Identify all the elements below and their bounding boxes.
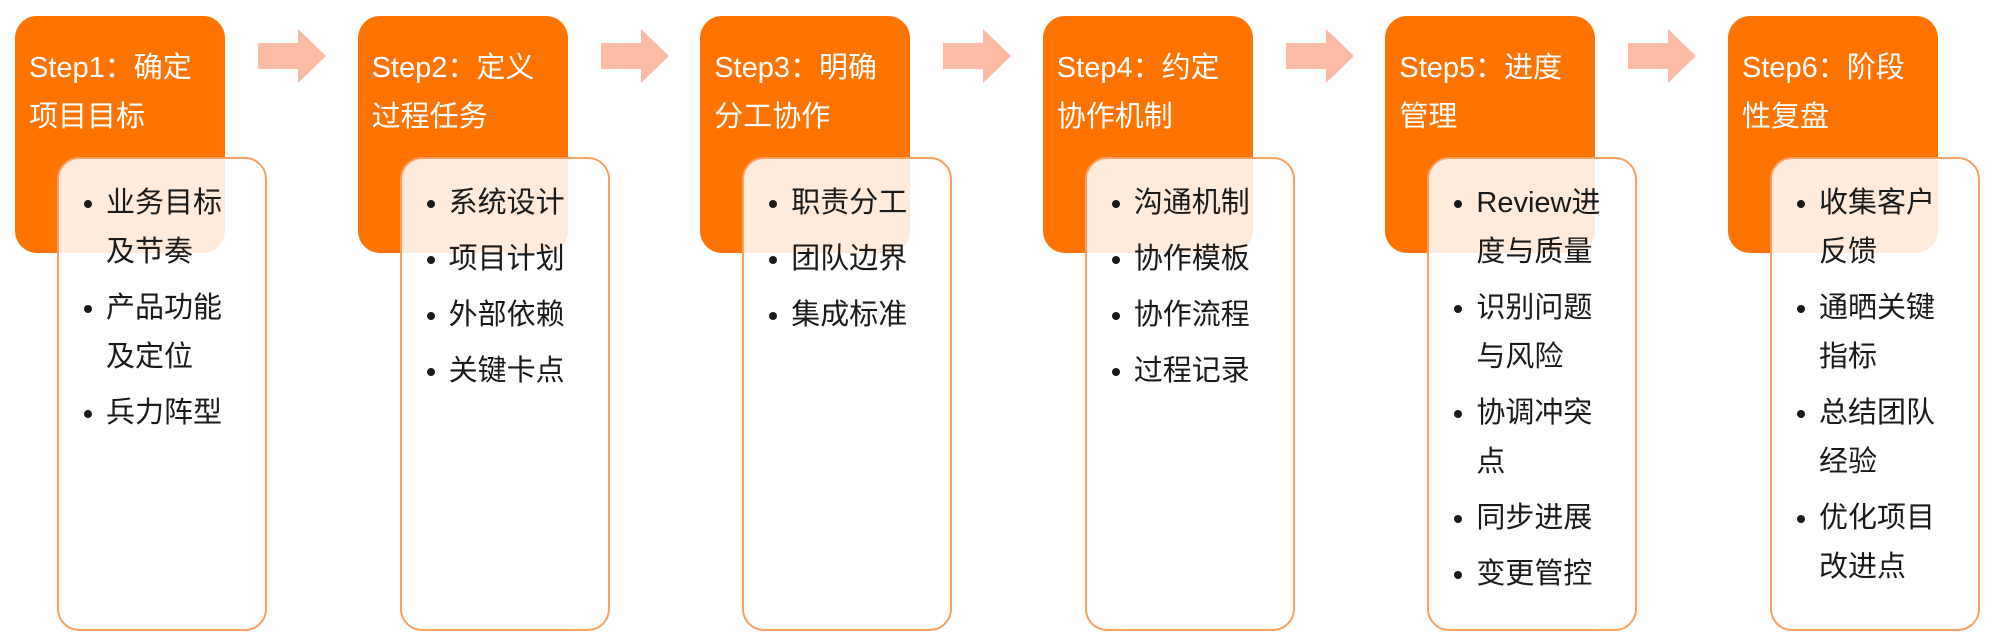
list-item: 业务目标及节奏: [84, 179, 232, 277]
step-items: 沟通机制协作模板协作流程过程记录: [1087, 159, 1293, 396]
bullet-icon: [1111, 312, 1120, 320]
bullet-icon: [84, 305, 92, 313]
list-item: 沟通机制: [1111, 179, 1260, 228]
list-item: 协作模板: [1111, 235, 1260, 284]
list-item-text: 通晒关键指标: [1819, 292, 1936, 373]
list-item-text: 项目计划: [448, 243, 565, 275]
step-3: Step3：明确分工协作 职责分工团队边界集成标准: [700, 0, 1000, 641]
step-items: Review进度与质量识别问题与风险协调冲突点同步进展变更管控: [1429, 159, 1635, 599]
list-item-text: 识别问题与风险: [1476, 292, 1593, 373]
bullet-icon: [1111, 256, 1120, 264]
list-item-text: 职责分工: [791, 187, 908, 219]
list-item-text: 收集客户反馈: [1819, 187, 1936, 268]
arrow-right-icon: [1628, 29, 1697, 83]
bullet-icon: [426, 256, 435, 264]
list-item: 关键卡点: [426, 347, 575, 396]
arrow-right-icon: [1285, 29, 1354, 83]
bullet-icon: [84, 200, 92, 208]
step-card: 业务目标及节奏产品功能及定位兵力阵型: [57, 157, 267, 631]
list-item: 职责分工: [769, 179, 917, 228]
list-item-text: 关键卡点: [448, 355, 565, 387]
step-card: Review进度与质量识别问题与风险协调冲突点同步进展变更管控: [1427, 157, 1638, 631]
bullet-icon: [1111, 368, 1120, 376]
list-item: 产品功能及定位: [84, 284, 232, 382]
step-title: Step3：明确分工协作: [714, 52, 877, 133]
step-card: 系统设计项目计划外部依赖关键卡点: [399, 157, 610, 631]
bullet-icon: [1797, 200, 1805, 208]
list-item-text: 产品功能及定位: [106, 292, 223, 373]
list-item-text: 协作流程: [1133, 299, 1250, 331]
step-1: Step1：确定项目目标 业务目标及节奏产品功能及定位兵力阵型: [15, 0, 315, 641]
bullet-icon: [426, 200, 435, 208]
list-item: 总结团队经验: [1797, 389, 1945, 487]
list-item: 协作流程: [1111, 291, 1260, 340]
bullet-icon: [84, 410, 92, 418]
bullet-icon: [1797, 515, 1805, 523]
list-item: 过程记录: [1111, 347, 1260, 396]
list-item: 协调冲突点: [1454, 389, 1602, 487]
list-item: 优化项目改进点: [1797, 494, 1945, 592]
bullet-icon: [1797, 305, 1805, 313]
bullet-icon: [769, 256, 778, 264]
list-item: 识别问题与风险: [1454, 284, 1602, 382]
list-item-text: 优化项目改进点: [1819, 502, 1936, 583]
list-item-text: 外部依赖: [448, 299, 565, 331]
list-item-text: 系统设计: [448, 187, 565, 219]
bullet-icon: [769, 200, 778, 208]
bullet-icon: [426, 312, 435, 320]
list-item: 通晒关键指标: [1797, 284, 1945, 382]
step-title: Step2：定义过程任务: [371, 52, 535, 133]
bullet-icon: [1454, 200, 1463, 208]
bullet-icon: [1797, 410, 1805, 418]
list-item-text: 同步进展: [1476, 502, 1593, 534]
step-title: Step4：约定协作机制: [1056, 52, 1220, 133]
step-4: Step4：约定协作机制 沟通机制协作模板协作流程过程记录: [1042, 0, 1343, 641]
list-item-text: 变更管控: [1476, 558, 1593, 590]
list-item: 项目计划: [426, 235, 575, 284]
list-item: 兵力阵型: [84, 389, 232, 438]
step-items: 职责分工团队边界集成标准: [744, 159, 950, 340]
step-card: 收集客户反馈通晒关键指标总结团队经验优化项目改进点: [1770, 157, 1980, 631]
list-item-text: Review进度与质量: [1476, 187, 1601, 268]
bullet-icon: [1454, 571, 1463, 579]
list-item-text: 集成标准: [791, 299, 908, 331]
arrow-right-icon: [258, 29, 326, 83]
step-card: 职责分工团队边界集成标准: [742, 157, 953, 631]
list-item: 团队边界: [769, 235, 917, 284]
step-items: 系统设计项目计划外部依赖关键卡点: [402, 159, 608, 396]
arrow-right-icon: [600, 29, 669, 83]
list-item-text: 总结团队经验: [1819, 397, 1936, 478]
list-item-text: 协作模板: [1133, 243, 1250, 275]
list-item: 收集客户反馈: [1797, 179, 1945, 277]
list-item-text: 兵力阵型: [106, 397, 223, 429]
list-item: 变更管控: [1454, 550, 1602, 599]
list-item-text: 业务目标及节奏: [106, 187, 223, 268]
bullet-icon: [1454, 410, 1463, 418]
list-item: 外部依赖: [426, 291, 575, 340]
list-item-text: 沟通机制: [1133, 187, 1250, 219]
step-title: Step5：进度管理: [1399, 52, 1563, 133]
list-item-text: 团队边界: [791, 243, 908, 275]
list-item-text: 协调冲突点: [1476, 397, 1593, 478]
step-title: Step1：确定项目目标: [29, 52, 192, 133]
step-5: Step5：进度管理 Review进度与质量识别问题与风险协调冲突点同步进展变更…: [1385, 0, 1685, 641]
bullet-icon: [1454, 305, 1463, 313]
step-items: 业务目标及节奏产品功能及定位兵力阵型: [59, 159, 265, 438]
step-6: Step6：阶段性复盘 收集客户反馈通晒关键指标总结团队经验优化项目改进点: [1728, 0, 2000, 641]
list-item: 集成标准: [769, 291, 917, 340]
step-card: 沟通机制协作模板协作流程过程记录: [1084, 157, 1295, 631]
arrow-right-icon: [943, 29, 1012, 83]
list-item-text: 过程记录: [1133, 355, 1250, 387]
step-2: Step2：定义过程任务 系统设计项目计划外部依赖关键卡点: [357, 0, 658, 641]
bullet-icon: [1454, 515, 1463, 523]
list-item: 系统设计: [426, 179, 575, 228]
step-title: Step6：阶段性复盘: [1742, 52, 1905, 133]
bullet-icon: [769, 312, 778, 320]
step-items: 收集客户反馈通晒关键指标总结团队经验优化项目改进点: [1772, 159, 1978, 592]
list-item: Review进度与质量: [1454, 179, 1602, 277]
list-item: 同步进展: [1454, 494, 1602, 543]
bullet-icon: [426, 368, 435, 376]
bullet-icon: [1111, 200, 1120, 208]
